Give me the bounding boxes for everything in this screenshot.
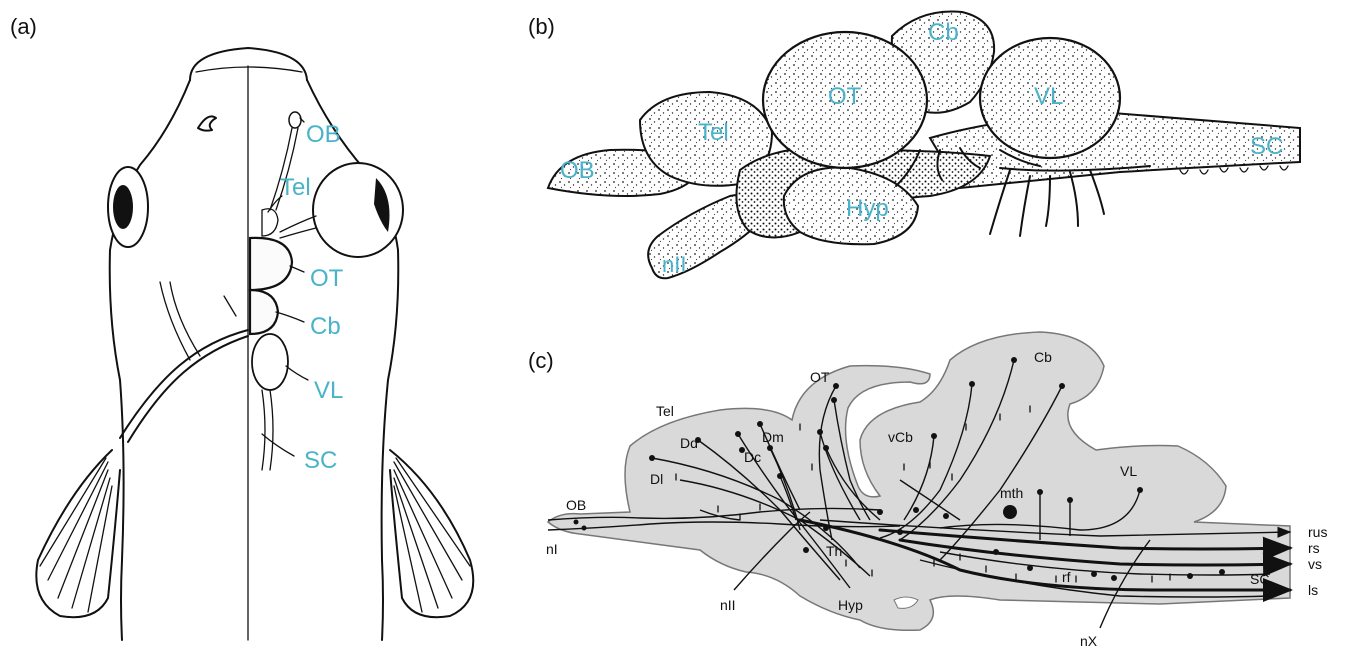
label-c-vs: vs [1308, 556, 1322, 572]
label-b-cb: Cb [928, 19, 959, 46]
label-c-ni: nI [546, 541, 558, 557]
brain-lateral-view [548, 12, 1300, 279]
label-c-tel: Tel [656, 403, 674, 419]
label-c-ob: OB [566, 497, 586, 513]
panel-a: (a) [10, 14, 473, 640]
label-b-ot: OT [828, 83, 862, 110]
label-b-nii: nII [662, 252, 686, 277]
label-c-sc: SC [1250, 571, 1269, 587]
label-c-hyp: Hyp [838, 597, 863, 613]
panel-a-label: (a) [10, 14, 37, 39]
label-a-vl: VL [314, 377, 343, 404]
panel-b-label: (b) [528, 14, 555, 39]
label-c-rf: rf [1062, 569, 1071, 585]
panel-c: (c) [528, 332, 1327, 649]
label-c-rs: rs [1308, 540, 1320, 556]
label-c-dc: Dc [744, 449, 761, 465]
brain-dorsal-view [250, 112, 316, 470]
label-c-vl: VL [1120, 463, 1137, 479]
panel-b: (b) [528, 12, 1300, 279]
label-b-vl: VL [1034, 83, 1063, 110]
label-c-th: Th [826, 543, 842, 559]
label-b-tel: Tel [698, 119, 729, 146]
label-c-cb: Cb [1034, 349, 1052, 365]
label-a-cb: Cb [310, 313, 341, 340]
label-c-nii: nII [720, 597, 736, 613]
label-b-ob: OB [560, 157, 595, 184]
label-a-sc: SC [304, 447, 337, 474]
label-c-rus: rus [1308, 524, 1327, 540]
label-c-nx: nX [1080, 633, 1098, 649]
label-a-ot: OT [310, 265, 344, 292]
fish-body-outline [36, 48, 473, 640]
label-a-ob: OB [306, 121, 341, 148]
label-c-ls: ls [1308, 582, 1318, 598]
label-b-sc: SC [1250, 133, 1283, 160]
label-c-dl: Dl [650, 471, 663, 487]
label-b-hyp: Hyp [846, 195, 889, 222]
panel-c-label: (c) [528, 348, 554, 373]
label-c-dm: Dm [762, 429, 784, 445]
label-c-dd: Dd [680, 435, 698, 451]
label-c-ot: OT [810, 369, 830, 385]
label-a-tel: Tel [280, 174, 311, 201]
label-c-mth: mth [1000, 485, 1023, 501]
label-c-vcb: vCb [888, 429, 913, 445]
